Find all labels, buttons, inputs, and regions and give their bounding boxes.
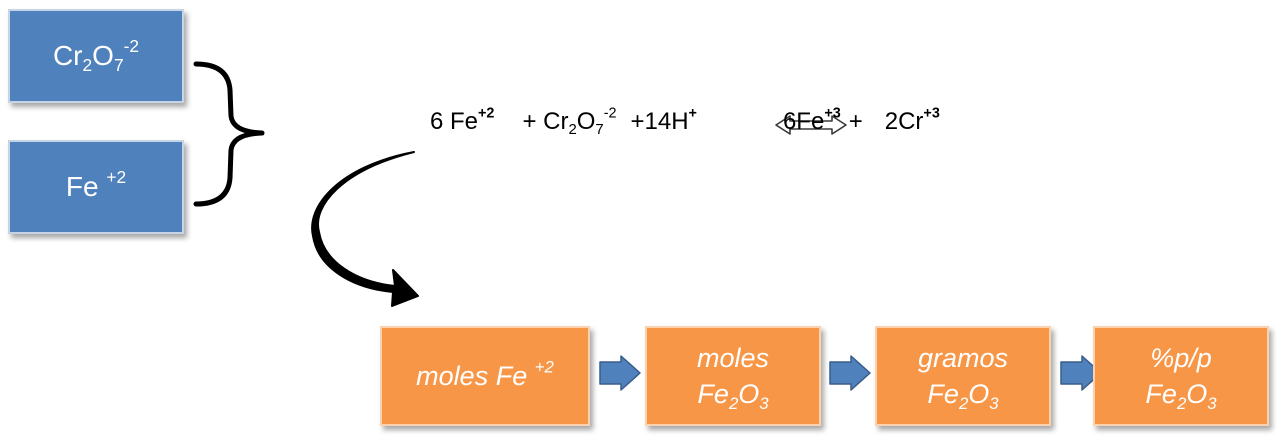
- step-moles-fe: moles Fe +2: [380, 326, 590, 426]
- step-gramos-fe2o3-line1: gramos: [917, 343, 1009, 373]
- eq-cr3-term: 2Cr+3: [884, 105, 940, 135]
- step-gramos-fe2o3: gramos Fe2O3: [875, 326, 1051, 426]
- eq-fe2-term: 6 Fe+2: [430, 105, 495, 135]
- step-gramos-fe2o3-formula: Fe2O3: [927, 379, 999, 413]
- step-moles-fe2o3-line1: moles: [696, 343, 770, 373]
- iron-ii-box: Fe +2: [8, 140, 184, 234]
- step-moles-fe2o3: moles Fe2O3: [645, 326, 821, 426]
- step-arrow-3: [1060, 355, 1102, 391]
- eq-fe3-term: 6Fe+3: [782, 105, 841, 135]
- dichromate-box: Cr2O7-2: [8, 9, 184, 103]
- dichromate-formula: Cr2O7-2: [52, 35, 140, 76]
- step-percent-fe2o3-formula: Fe2O3: [1145, 379, 1217, 413]
- step-arrow-2: [829, 355, 871, 391]
- step-percent-fe2o3-line1: %p/p: [1150, 343, 1212, 373]
- step-moles-fe2o3-formula: Fe2O3: [697, 379, 769, 413]
- eq-dichromate-term: + Cr2O7-2: [522, 105, 617, 139]
- grouping-brace: [193, 61, 265, 207]
- curved-arrow: [311, 151, 419, 307]
- step-percent-fe2o3: %p/p Fe2O3: [1093, 326, 1269, 426]
- step-arrow-1: [599, 355, 641, 391]
- step-moles-fe-label: moles Fe +2: [416, 357, 554, 391]
- eq-h-term: +14H+: [630, 105, 697, 135]
- eq-plus: +: [848, 108, 863, 135]
- double-arrow: [775, 115, 847, 135]
- iron-ii-formula: Fe +2: [65, 166, 127, 202]
- redox-equation: 6 Fe+2 + Cr2O7-2 +14H+ 6Fe+3 + 2Cr+3: [430, 100, 940, 144]
